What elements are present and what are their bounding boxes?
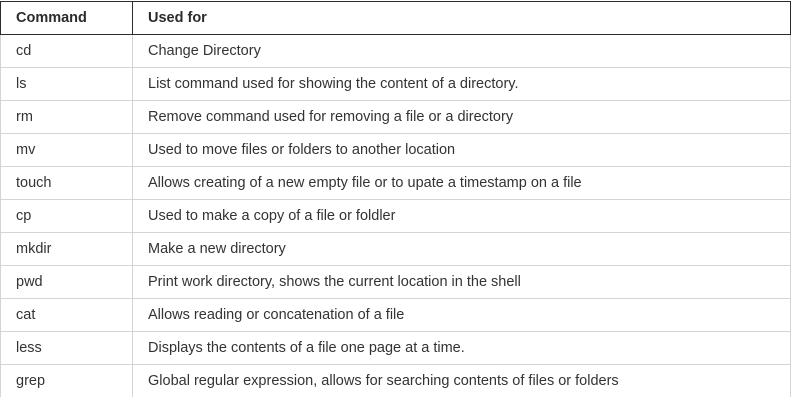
table-row: cp Used to make a copy of a file or fold…: [0, 199, 791, 233]
description-cell: Allows reading or concatenation of a fil…: [132, 298, 791, 332]
command-cell: grep: [0, 364, 133, 397]
command-cell: touch: [0, 166, 133, 200]
table-row: ls List command used for showing the con…: [0, 67, 791, 101]
table-row: less Displays the contents of a file one…: [0, 331, 791, 365]
command-cell: mv: [0, 133, 133, 167]
header-command: Command: [0, 1, 133, 35]
command-cell: cp: [0, 199, 133, 233]
description-cell: Remove command used for removing a file …: [132, 100, 791, 134]
description-cell: List command used for showing the conten…: [132, 67, 791, 101]
table-row: touch Allows creating of a new empty fil…: [0, 166, 791, 200]
description-cell: Used to move files or folders to another…: [132, 133, 791, 167]
command-cell: rm: [0, 100, 133, 134]
command-cell: pwd: [0, 265, 133, 299]
description-cell: Change Directory: [132, 34, 791, 68]
description-cell: Global regular expression, allows for se…: [132, 364, 791, 397]
command-cell: ls: [0, 67, 133, 101]
table-row: mkdir Make a new directory: [0, 232, 791, 266]
table-row: mv Used to move files or folders to anot…: [0, 133, 791, 167]
description-cell: Allows creating of a new empty file or t…: [132, 166, 791, 200]
table-row: grep Global regular expression, allows f…: [0, 364, 791, 397]
command-cell: cd: [0, 34, 133, 68]
table-body: cd Change Directory ls List command used…: [0, 34, 791, 397]
description-cell: Make a new directory: [132, 232, 791, 266]
description-cell: Displays the contents of a file one page…: [132, 331, 791, 365]
table-row: cat Allows reading or concatenation of a…: [0, 298, 791, 332]
command-cell: less: [0, 331, 133, 365]
description-cell: Used to make a copy of a file or foldler: [132, 199, 791, 233]
command-cell: cat: [0, 298, 133, 332]
header-used-for: Used for: [132, 1, 791, 35]
table-header: Command Used for: [0, 1, 791, 35]
table-row: pwd Print work directory, shows the curr…: [0, 265, 791, 299]
table-row: cd Change Directory: [0, 34, 791, 68]
header-row: Command Used for: [0, 1, 791, 35]
description-cell: Print work directory, shows the current …: [132, 265, 791, 299]
table-row: rm Remove command used for removing a fi…: [0, 100, 791, 134]
command-cell: mkdir: [0, 232, 133, 266]
